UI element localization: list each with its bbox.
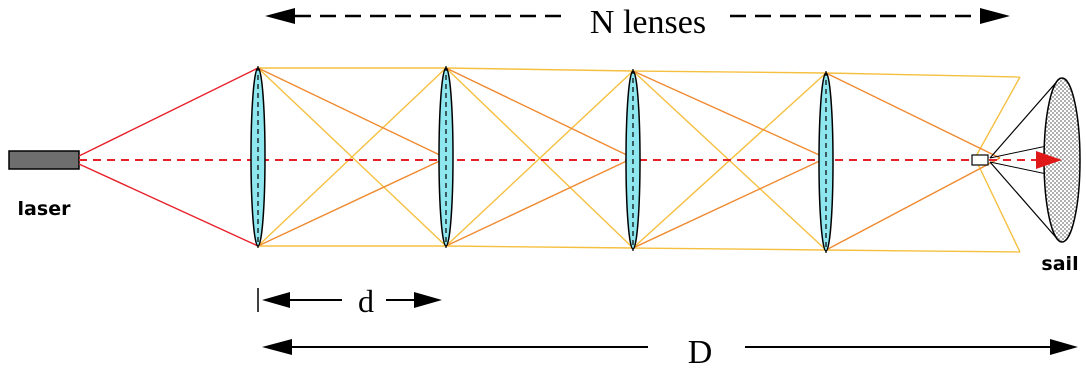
- D-label: D: [688, 334, 713, 370]
- laser-label: laser: [18, 198, 72, 220]
- beam-paths: [78, 67, 1021, 253]
- beam-segment-1: [257, 67, 447, 247]
- laser-body: [8, 150, 80, 170]
- lenses: [250, 66, 834, 253]
- n-lenses-label: N lenses: [590, 4, 706, 41]
- sail-payload: [971, 154, 989, 166]
- laser-beam-upper: [78, 67, 259, 157]
- sail-thrust-arrow: [1036, 151, 1062, 169]
- n-lenses-dimension: N lenses: [265, 4, 1010, 41]
- n-lenses-left-arrowhead: [265, 8, 295, 24]
- laser-beam-lower: [78, 163, 259, 247]
- n-lenses-right-arrowhead: [980, 8, 1010, 24]
- D-right-arrowhead: [1050, 339, 1078, 355]
- lens-2: [438, 66, 454, 248]
- sail-label: sail: [1041, 253, 1078, 275]
- D-left-arrowhead: [262, 339, 292, 355]
- sail-rigging-top: [989, 77, 1061, 159]
- d-spacing-dimension: d: [257, 283, 442, 319]
- d-right-arrowhead: [414, 292, 442, 308]
- laser: laser: [8, 150, 80, 220]
- beam-segment-4: [825, 72, 1021, 253]
- D-total-dimension: D: [262, 334, 1078, 370]
- sail-rigging-bottom: [989, 161, 1061, 243]
- lens-3: [625, 69, 641, 251]
- d-left-arrowhead: [262, 292, 290, 308]
- sail: sail: [971, 77, 1081, 275]
- lens-1: [250, 66, 266, 248]
- beam-segment-2: [445, 67, 634, 249]
- d-label: d: [358, 283, 374, 319]
- lens-4: [818, 71, 834, 253]
